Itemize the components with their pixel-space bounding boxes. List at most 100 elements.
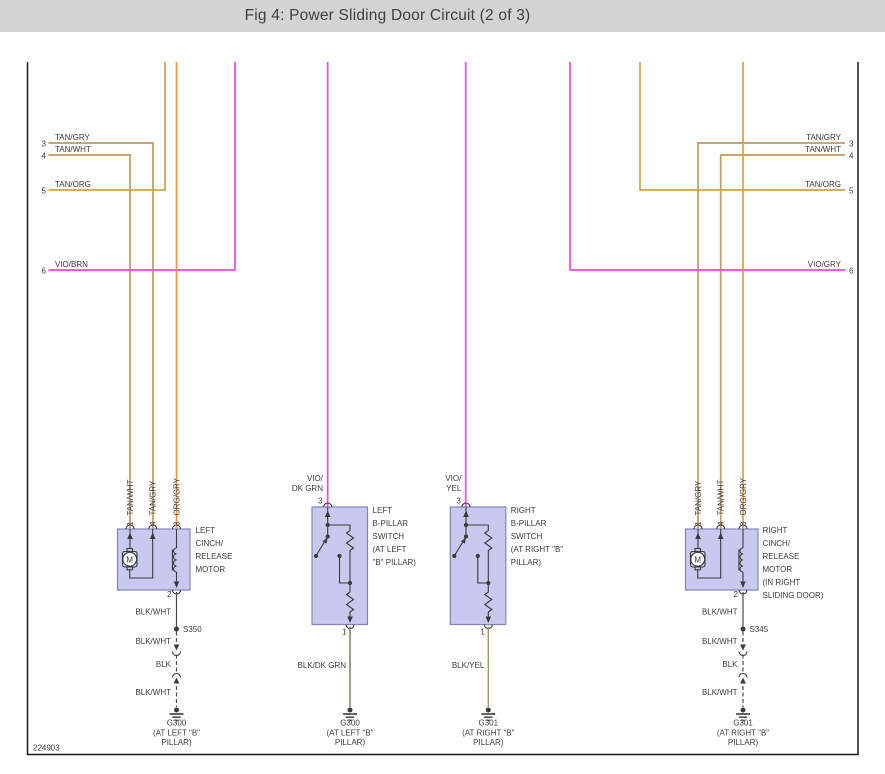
wire-label: VIO/ bbox=[307, 474, 324, 483]
pin-number: 6 bbox=[849, 267, 854, 276]
ground-location: (AT LEFT "B" bbox=[153, 729, 200, 738]
svg-text:(AT RIGHT "B": (AT RIGHT "B" bbox=[511, 545, 564, 554]
splice-dot bbox=[174, 626, 179, 632]
switch-blade-arrow bbox=[460, 538, 466, 544]
ground-ref: G300 bbox=[167, 719, 187, 728]
component-name: RIGHT CINCH/ RELEASE MOTOR (IN RIGHT SLI… bbox=[763, 526, 824, 600]
ground-chain: S345 BLK/WHT BLK/WHT BLK BLK/WHT G301 (A… bbox=[702, 592, 769, 747]
pin-number: 3 bbox=[739, 521, 748, 526]
wire-label: BLK/WHT bbox=[702, 608, 738, 617]
component-name: LEFT B-PILLAR SWITCH (AT LEFT "B" PILLAR… bbox=[373, 506, 417, 567]
wire-label: BLK/WHT bbox=[702, 688, 738, 697]
wire-label: BLK/YEL bbox=[452, 661, 485, 670]
svg-text:MOTOR: MOTOR bbox=[196, 565, 226, 574]
pin-connector-arc bbox=[693, 524, 703, 530]
inline-connector-arc bbox=[171, 672, 182, 678]
arrow-down bbox=[347, 616, 353, 623]
pin-connector-arc bbox=[461, 502, 471, 508]
svg-text:CINCH/: CINCH/ bbox=[763, 539, 791, 548]
pin-number: 1 bbox=[480, 628, 485, 637]
motor-letter: M bbox=[694, 555, 701, 564]
pin-connector-arc bbox=[171, 524, 182, 530]
ground-symbol bbox=[343, 707, 357, 721]
wire-tan-org-right bbox=[639, 62, 845, 191]
wire-label: ORG/GRY bbox=[173, 477, 182, 515]
arrow-down bbox=[485, 616, 492, 623]
wire-tan-wht-right bbox=[719, 154, 845, 529]
svg-text:RELEASE: RELEASE bbox=[763, 552, 800, 561]
pin-number: 1 bbox=[126, 521, 135, 526]
left-cinch-release-motor: M 1 TAN/WHT 4 TAN/GRY 3 ORG/GRY LEFT CIN… bbox=[116, 477, 233, 747]
right-cinch-release-motor: M 1 TAN/GRY 4 TAN/WHT 3 ORG/GRY RIGHT CI… bbox=[684, 477, 824, 747]
wire-label: TAN/GRY bbox=[55, 133, 90, 142]
wire-label: TAN/GRY bbox=[806, 133, 841, 142]
svg-text:RIGHT: RIGHT bbox=[763, 526, 788, 535]
wire-label: VIO/BRN bbox=[55, 260, 88, 269]
wire-label: VIO/ bbox=[445, 474, 462, 483]
svg-text:LEFT: LEFT bbox=[196, 526, 216, 535]
resistor-chain bbox=[466, 524, 493, 622]
ground-location: (AT RIGHT "B" bbox=[462, 729, 515, 738]
wire-tan-org-left bbox=[48, 62, 166, 191]
wire-label: BLK/WHT bbox=[702, 637, 738, 646]
svg-text:SWITCH: SWITCH bbox=[373, 532, 405, 541]
pin-connector-arc bbox=[716, 524, 726, 530]
pin-number: 6 bbox=[42, 267, 47, 276]
ground-location: (AT RIGHT "B" bbox=[717, 729, 770, 738]
arrow-up bbox=[717, 532, 724, 539]
arrow-up bbox=[127, 532, 133, 539]
diagram-id: 224903 bbox=[33, 744, 60, 753]
inline-connector-arc bbox=[738, 672, 748, 678]
wire-label: YEL bbox=[446, 484, 462, 493]
inline-connector-arrow-down bbox=[740, 644, 746, 651]
svg-text:LEFT: LEFT bbox=[373, 506, 393, 515]
pin-number: 1 bbox=[342, 628, 347, 637]
ground-location: PILLAR) bbox=[161, 738, 192, 747]
wire-label: BLK/WHT bbox=[135, 637, 171, 646]
splice-label: S350 bbox=[183, 625, 202, 634]
ground-location: PILLAR) bbox=[473, 738, 504, 747]
svg-text:(IN RIGHT: (IN RIGHT bbox=[763, 578, 801, 587]
wire-vio-gry-right bbox=[569, 62, 845, 271]
pin-connector-arc bbox=[738, 524, 748, 530]
wire-label: TAN/WHT bbox=[717, 480, 726, 516]
pin-number: 3 bbox=[318, 497, 323, 506]
wire-label: BLK/DK GRN bbox=[298, 661, 347, 670]
wire-label: TAN/ORG bbox=[55, 180, 91, 189]
pin-number: 3 bbox=[456, 497, 461, 506]
arrow-down bbox=[740, 581, 746, 588]
wire-label: TAN/GRY bbox=[694, 480, 703, 515]
header-pins-left: 3 TAN/GRY 4 TAN/WHT 5 TAN/ORG 6 VIO/BRN bbox=[42, 62, 236, 529]
pin-number: 2 bbox=[167, 590, 172, 599]
svg-text:B-PILLAR: B-PILLAR bbox=[373, 519, 409, 528]
wire-label: TAN/GRY bbox=[149, 480, 158, 515]
svg-text:MOTOR: MOTOR bbox=[763, 565, 793, 574]
splice-dot bbox=[740, 626, 746, 632]
svg-text:SWITCH: SWITCH bbox=[511, 532, 543, 541]
ground-ref: G301 bbox=[479, 719, 499, 728]
pin-number: 3 bbox=[849, 140, 854, 149]
header-pins-right: 3 TAN/GRY 4 TAN/WHT 5 TAN/ORG 6 VIO/GRY bbox=[569, 62, 854, 529]
diagram-border bbox=[26, 62, 859, 756]
ground-symbol bbox=[481, 707, 496, 721]
ground-ref: G300 bbox=[340, 719, 360, 728]
ground-symbol bbox=[736, 707, 750, 721]
motor-symbol: M bbox=[689, 547, 706, 571]
figure-title-bar: Fig 4: Power Sliding Door Circuit (2 of … bbox=[0, 0, 885, 32]
pin-number: 3 bbox=[42, 140, 47, 149]
switch-symbol bbox=[452, 507, 493, 623]
pin-connector-arc bbox=[323, 502, 333, 508]
arrow-up bbox=[324, 510, 331, 517]
pin-number: 5 bbox=[849, 187, 854, 196]
figure-title: Fig 4: Power Sliding Door Circuit (2 of … bbox=[244, 7, 531, 24]
svg-text:RIGHT: RIGHT bbox=[511, 506, 536, 515]
svg-text:PILLAR): PILLAR) bbox=[511, 558, 542, 567]
left-b-pillar-switch: VIO/ DK GRN 3 LEFT B-PILLAR SWITCH (AT L… bbox=[292, 474, 416, 747]
ground-location: PILLAR) bbox=[728, 738, 759, 747]
component-name: LEFT CINCH/ RELEASE MOTOR bbox=[196, 526, 233, 574]
coil-symbol bbox=[171, 529, 180, 588]
ground-chain: S350 BLK/WHT BLK/WHT BLK BLK/WHT G300 (A… bbox=[135, 592, 202, 747]
pin-number: 1 bbox=[694, 521, 703, 526]
inline-connector-arrow-down bbox=[173, 644, 180, 651]
